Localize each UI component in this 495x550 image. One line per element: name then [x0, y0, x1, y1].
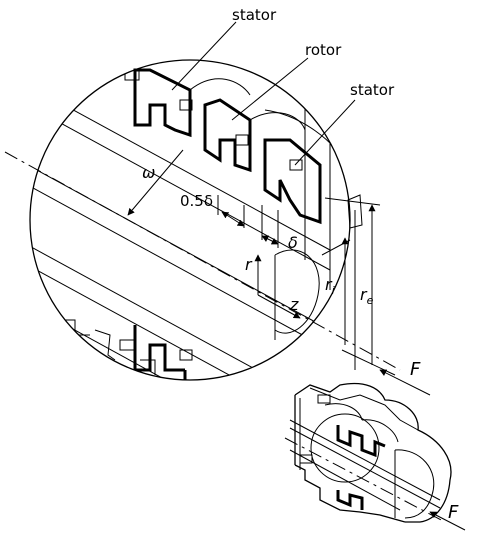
force-label-main: F: [410, 359, 421, 380]
delta-label: δ: [288, 233, 298, 252]
seal-teeth: [133, 68, 322, 225]
rotor-leader: [231, 57, 309, 121]
re-label: re: [360, 285, 374, 307]
callouts: stator rotor stator: [171, 6, 395, 166]
rotor-label: rotor: [305, 41, 342, 59]
omega-arrow: [127, 149, 184, 216]
detail-interior: [30, 60, 350, 380]
force-arrow-main: [379, 369, 431, 396]
force-label-small: F: [448, 502, 459, 523]
force-arrow-small: [429, 511, 466, 531]
half-delta-label: 0.5δ: [180, 192, 213, 210]
ri-label: ri: [325, 275, 335, 297]
omega-label: ω: [142, 163, 155, 182]
overview-seal: [284, 382, 452, 523]
detail-circle-outline: [29, 59, 351, 381]
stator-top-leader: [171, 21, 237, 91]
stator-right-leader: [294, 99, 356, 166]
stator-left-body: [133, 68, 192, 138]
stator-top-label: stator: [232, 6, 277, 24]
z-axis-arrow: [257, 294, 301, 319]
rotor-body: [203, 98, 252, 173]
stator-right-label: stator: [350, 81, 395, 99]
magnified-detail: ω 0.5δ δ r z: [4, 59, 401, 381]
half-delta-dimension: 0.5δ: [180, 192, 245, 228]
shaft-centerline: [4, 151, 401, 371]
r-axis-label: r: [245, 255, 253, 274]
stator-right-body: [263, 138, 322, 225]
z-axis-label: z: [289, 295, 299, 314]
overview-detail-circle: [310, 413, 380, 483]
radius-dimensions: ri re: [321, 194, 396, 376]
delta-dimension: δ: [261, 205, 298, 252]
